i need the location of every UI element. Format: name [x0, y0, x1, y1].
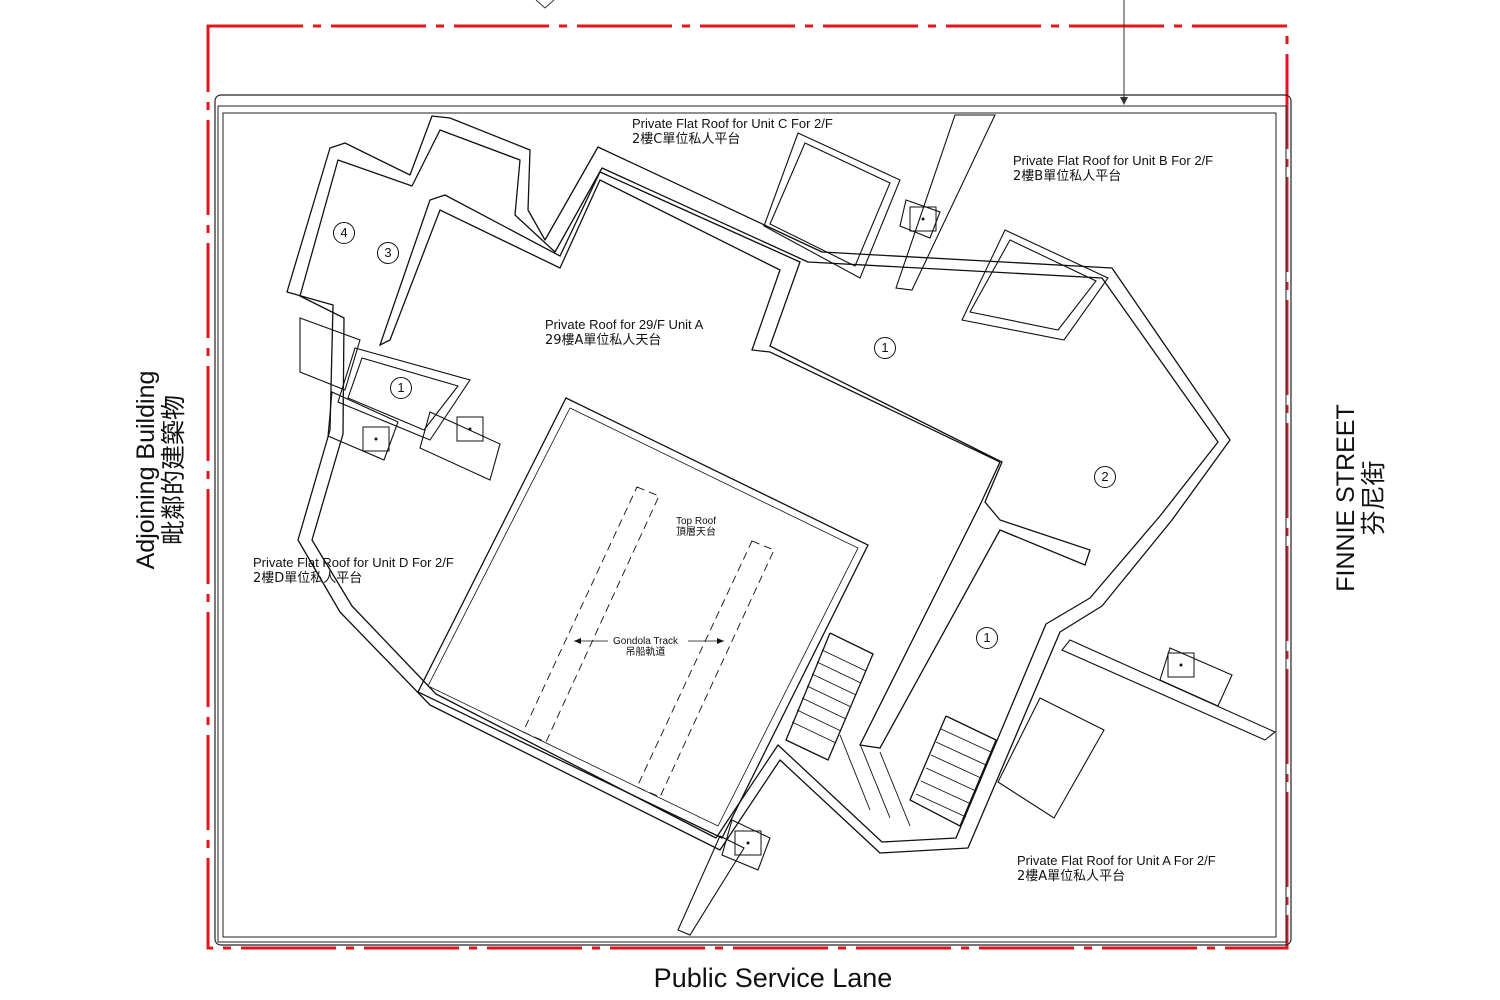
- drain-5: [734, 830, 762, 856]
- stair-outline-1: [785, 632, 874, 761]
- top-roof-outline: [417, 397, 869, 839]
- inner-frame: [217, 105, 1287, 943]
- box-top-c: [763, 132, 901, 279]
- gondola-track-2: [636, 540, 775, 798]
- site-boundary: [206, 24, 1289, 950]
- public-service-lane-label: Public Service Lane: [653, 963, 893, 993]
- leader-arrow: [1120, 97, 1128, 105]
- top-marker: [535, 0, 555, 9]
- inner-frame-2: [222, 112, 1277, 938]
- left-ledge: [299, 317, 361, 391]
- box-bottom-right: [997, 697, 1105, 819]
- right-box: [1159, 647, 1233, 707]
- projection-topshaft: [895, 114, 996, 291]
- bay-left-inner: [347, 357, 459, 431]
- drain-2: [362, 426, 390, 452]
- top-mid-box: [899, 199, 941, 239]
- box-top-b-inner: [969, 239, 1097, 331]
- marker-1-right: 1: [976, 627, 998, 649]
- drain-1: [909, 206, 937, 232]
- drain-3: [456, 416, 484, 442]
- marker-1-top: 1: [874, 337, 896, 359]
- marker-4: 4: [333, 222, 355, 244]
- gondola-track-1: [522, 486, 660, 743]
- core-wall: [378, 171, 1091, 749]
- marker-3: 3: [377, 242, 399, 264]
- projection-bottom: [677, 835, 745, 936]
- tower-outline-outer: [286, 115, 1231, 854]
- mid-box: [419, 411, 501, 481]
- box-top-c-inner: [769, 142, 891, 267]
- adjoining-building-label: Adjoining Building 毗鄰的建築物: [132, 370, 188, 570]
- outer-frame: [214, 94, 1292, 946]
- marker-1-left: 1: [390, 377, 412, 399]
- left-box: [327, 391, 399, 461]
- top-roof-inner: [427, 407, 859, 827]
- box-top-b: [961, 229, 1109, 341]
- tower-outline-inner: [299, 129, 1219, 843]
- drain-4: [1167, 652, 1195, 678]
- finnie-street-label: FINNIE STREET 芬尼街: [1332, 404, 1388, 592]
- marker-2: 2: [1094, 466, 1116, 488]
- bottom-box: [721, 819, 771, 871]
- bay-left: [337, 347, 471, 441]
- stair-outline-2: [909, 715, 997, 827]
